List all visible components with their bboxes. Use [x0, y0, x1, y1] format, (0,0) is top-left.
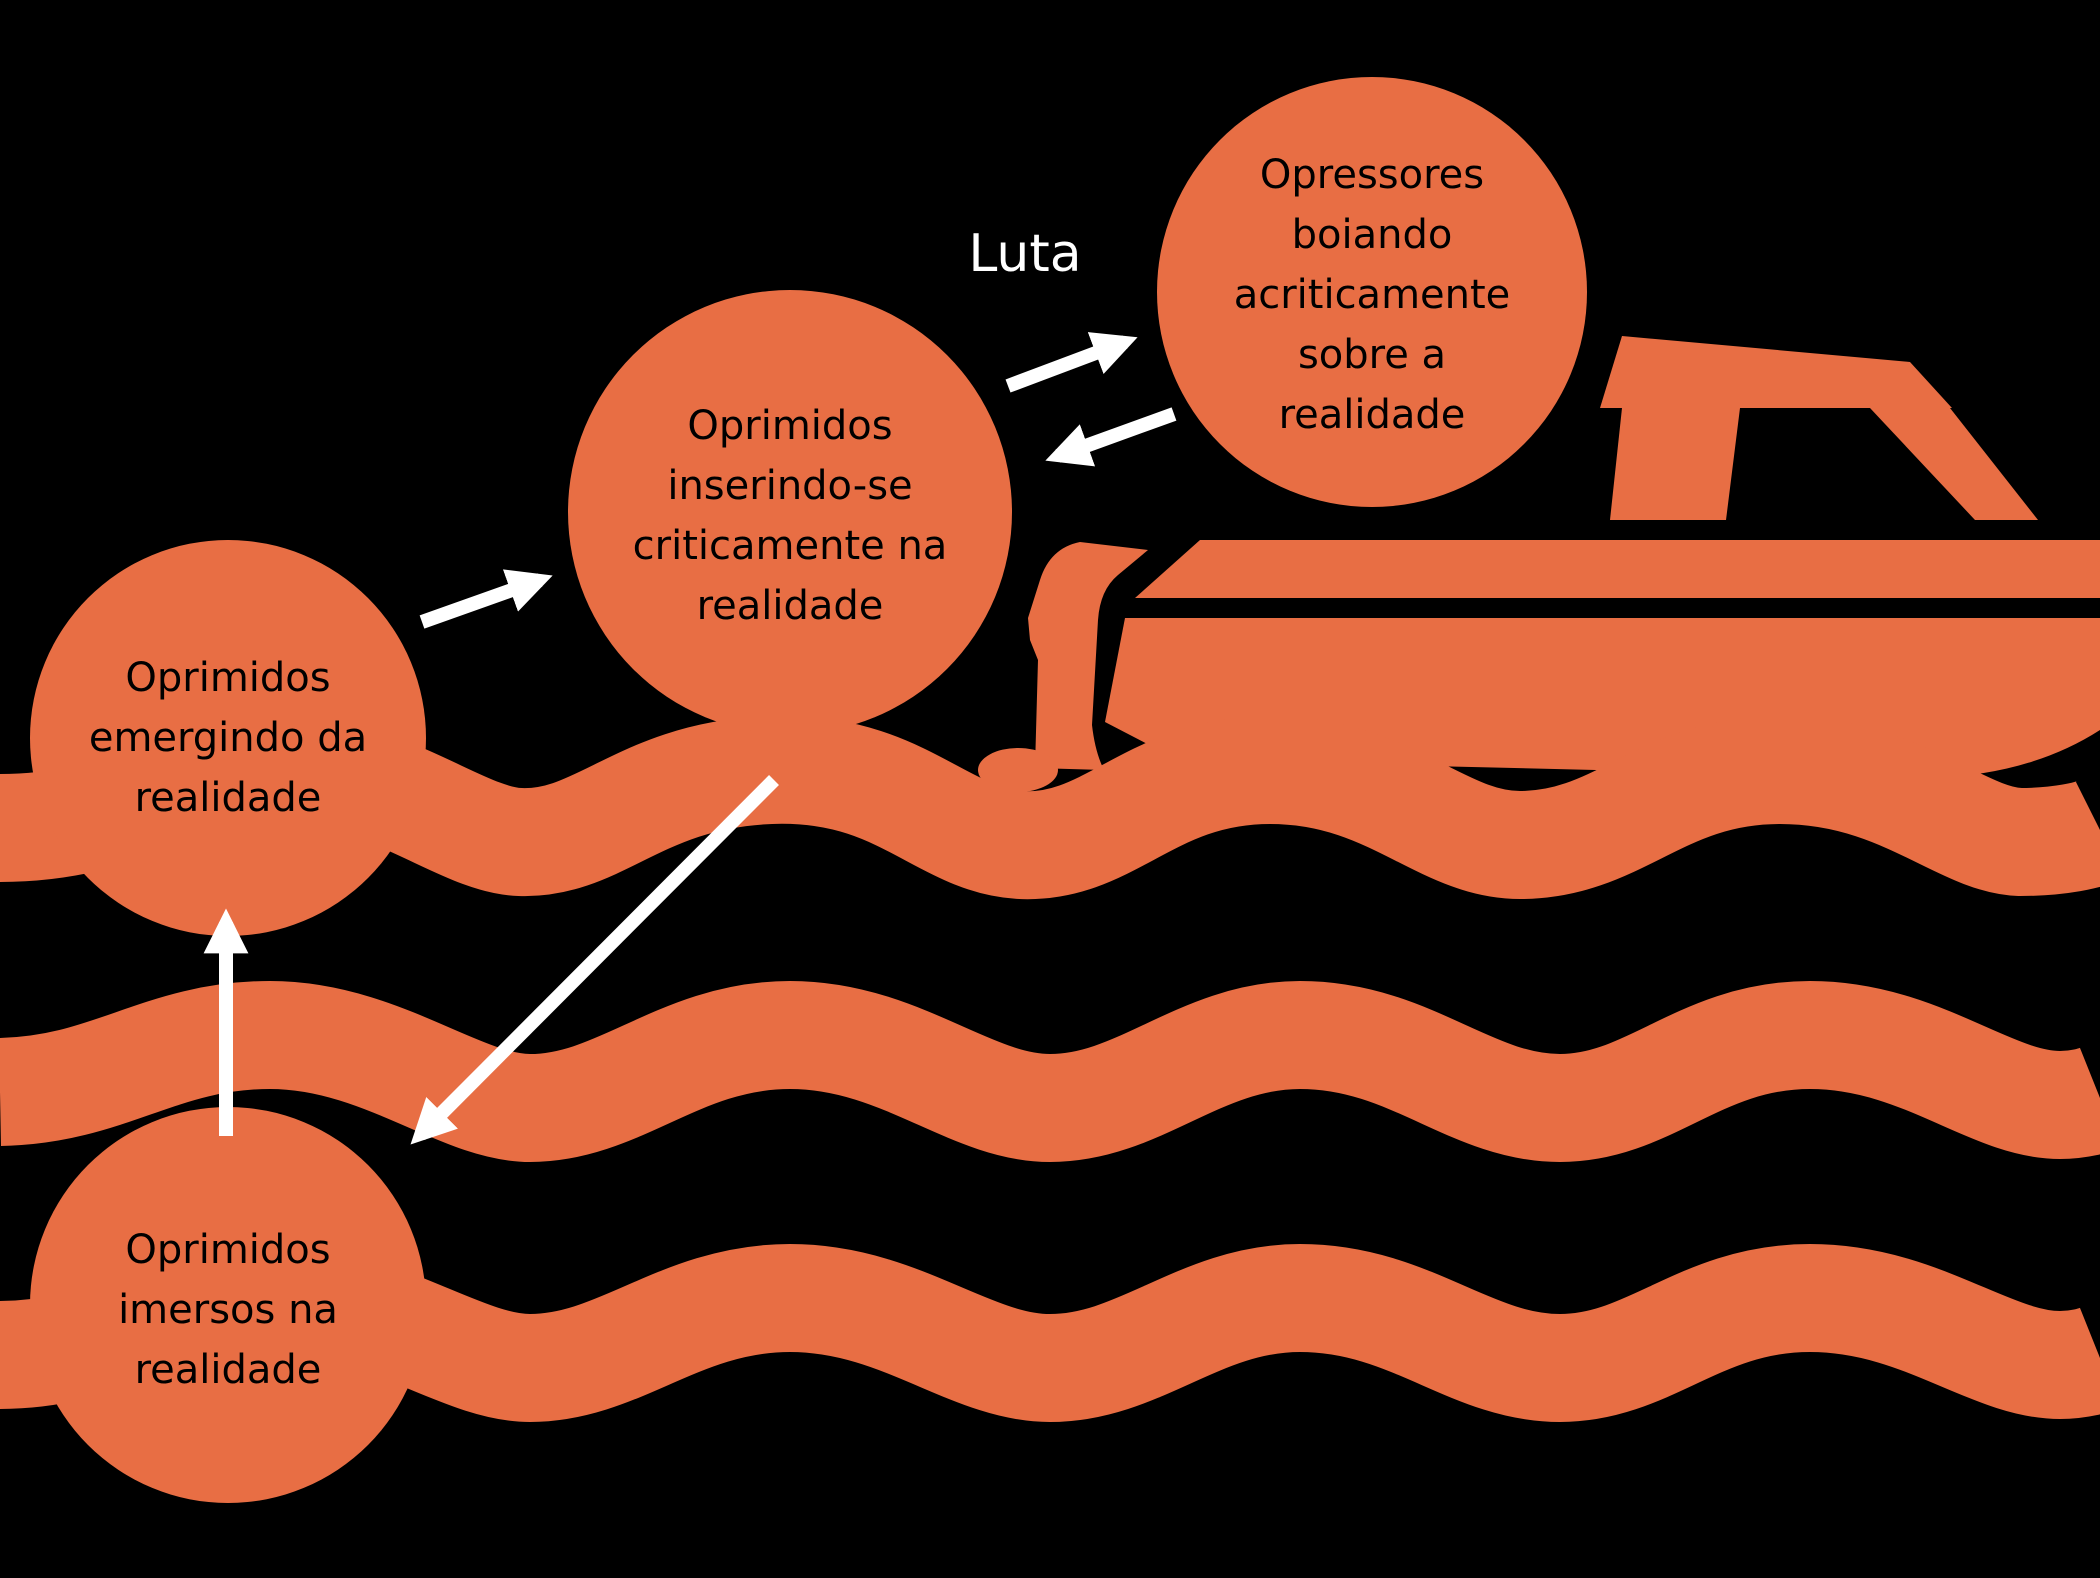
- node-immersed-line-1: Oprimidos: [125, 1227, 331, 1273]
- node-emerging-line-2: emergindo da: [88, 715, 368, 761]
- node-oppressors-text: Opressores boiando acriticamente sobre a…: [1182, 145, 1562, 445]
- node-oppressors-line-3: acriticamente: [1233, 272, 1511, 318]
- arrow-inserting-to-immersed: [410, 775, 779, 1145]
- arrow-struggle-back: [1045, 407, 1177, 467]
- node-oppressors-line-2: boiando: [1291, 212, 1453, 258]
- node-oppressors-line-1: Opressores: [1259, 152, 1485, 198]
- boat-windshield-strut-left: [1610, 408, 1740, 520]
- wave-band-middle: [0, 980, 2100, 1163]
- node-inserting-line-1: Oprimidos: [687, 403, 893, 449]
- node-immersed-text: Oprimidos imersos na realidade: [48, 1220, 408, 1400]
- node-immersed-line-2: imersos na: [118, 1287, 338, 1333]
- boat-windshield-strut-right: [1870, 408, 2038, 520]
- arrow-emerging-to-inserting: [419, 569, 553, 629]
- node-oppressors-line-4: sobre a: [1297, 332, 1447, 378]
- arrow-struggle-forward: [1005, 332, 1138, 393]
- boat-deck: [1135, 540, 2100, 598]
- node-emerging-line-3: realidade: [134, 775, 322, 821]
- node-immersed-line-3: realidade: [134, 1347, 322, 1393]
- node-emerging: [30, 540, 426, 936]
- node-inserting-line-4: realidade: [696, 583, 884, 629]
- boat-engine: [1028, 542, 1148, 770]
- node-oppressors: [1157, 77, 1587, 507]
- node-emerging-line-1: Oprimidos: [125, 655, 331, 701]
- struggle-label: Luta: [968, 224, 1082, 284]
- node-immersed: [30, 1107, 426, 1503]
- node-emerging-text: Oprimidos emergindo da realidade: [48, 648, 408, 828]
- node-inserting: [568, 290, 1012, 734]
- boat-windshield: [1600, 336, 1952, 408]
- boat-propeller: [978, 748, 1058, 792]
- node-inserting-line-2: inserindo-se: [667, 463, 913, 509]
- node-inserting-text: Oprimidos inserindo-se criticamente na r…: [590, 396, 990, 636]
- node-oppressors-line-5: realidade: [1278, 392, 1466, 438]
- node-inserting-line-3: criticamente na: [632, 523, 948, 569]
